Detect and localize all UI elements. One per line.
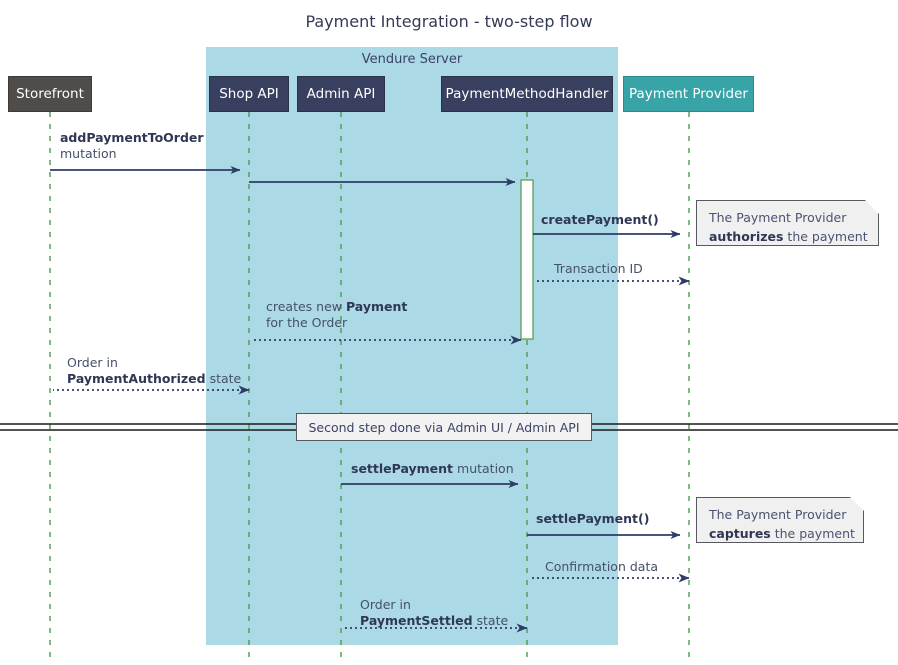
- participant-shop-api[interactable]: Shop API: [209, 76, 289, 112]
- note-authorizes-bold: authorizes: [709, 229, 784, 244]
- msg-text-creates-new-bold: Payment: [345, 299, 408, 314]
- msg-text-payment-settled-rest: state: [472, 613, 509, 628]
- note-captures: The Payment Provider captures the paymen…: [696, 497, 864, 543]
- participant-payment-method-handler[interactable]: PaymentMethodHandler: [441, 76, 613, 112]
- msg-text-settle-payment-rest: mutation: [453, 461, 514, 476]
- participant-label-payment-method-handler: PaymentMethodHandler: [445, 86, 609, 102]
- msg-text-payment-authorized-bold: PaymentAuthorized: [67, 371, 206, 386]
- participant-label-shop-api: Shop API: [219, 86, 279, 102]
- participant-storefront[interactable]: Storefront: [8, 76, 92, 112]
- msg-text-order-in-1: Order in: [67, 355, 118, 370]
- msg-text-add-payment-line2: mutation: [60, 146, 117, 161]
- message-arrows: [50, 166, 681, 633]
- msg-text-confirmation-data: Confirmation data: [545, 559, 659, 574]
- message-label-order-payment-settled: Order in PaymentSettled state: [360, 597, 508, 629]
- diagram-title: Payment Integration - two-step flow: [305, 12, 593, 31]
- note-authorizes-rest: the payment: [783, 229, 868, 244]
- note-captures-rest: the payment: [770, 526, 855, 541]
- participant-admin-api[interactable]: Admin API: [297, 76, 385, 112]
- note-fold-corner-icon: [865, 200, 879, 214]
- participant-label-payment-provider: Payment Provider: [629, 86, 748, 102]
- divider-label-text: Second step done via Admin UI / Admin AP…: [308, 419, 580, 435]
- msg-text-creates-new-prefix: creates new: [266, 299, 346, 314]
- message-label-settle-payment-mutation: settlePayment mutation: [351, 461, 514, 477]
- msg-text-add-payment-bold: addPaymentToOrder: [60, 130, 204, 145]
- note-captures-line1: The Payment Provider: [709, 507, 847, 522]
- message-label-create-payment: createPayment(): [541, 212, 659, 228]
- message-label-order-payment-authorized: Order in PaymentAuthorized state: [67, 355, 241, 387]
- participant-label-storefront: Storefront: [16, 86, 84, 102]
- note-authorizes-line1: The Payment Provider: [709, 210, 847, 225]
- msg-text-order-in-2: Order in: [360, 597, 411, 612]
- note-captures-bold: captures: [709, 526, 771, 541]
- note-authorizes: The Payment Provider authorizes the paym…: [696, 200, 879, 246]
- group-label-vendure-server: Vendure Server: [361, 52, 463, 67]
- message-label-add-payment-to-order: addPaymentToOrder mutation: [60, 130, 204, 162]
- msg-text-settle-payment-bold: settlePayment: [351, 461, 454, 476]
- message-label-transaction-id: Transaction ID: [554, 261, 643, 277]
- msg-text-payment-authorized-rest: state: [205, 371, 242, 386]
- msg-text-transaction-id: Transaction ID: [554, 261, 643, 276]
- msg-text-payment-settled-bold: PaymentSettled: [360, 613, 473, 628]
- msg-text-create-payment: createPayment(): [541, 212, 659, 227]
- divider-label-second-step: Second step done via Admin UI / Admin AP…: [296, 413, 592, 441]
- message-label-creates-new-payment: creates new Payment for the Order: [266, 299, 407, 331]
- participant-label-admin-api: Admin API: [306, 86, 376, 102]
- activation-bar-handler: [520, 179, 534, 340]
- msg-text-creates-new-line2: for the Order: [266, 315, 348, 330]
- msg-text-settle-payment-call: settlePayment(): [536, 511, 650, 526]
- message-label-settle-payment-call: settlePayment(): [536, 511, 649, 527]
- message-label-confirmation-data: Confirmation data: [545, 559, 658, 575]
- note-fold-corner-icon-2: [850, 497, 864, 511]
- participant-payment-provider[interactable]: Payment Provider: [623, 76, 754, 112]
- group-box-vendure-server: [206, 47, 618, 645]
